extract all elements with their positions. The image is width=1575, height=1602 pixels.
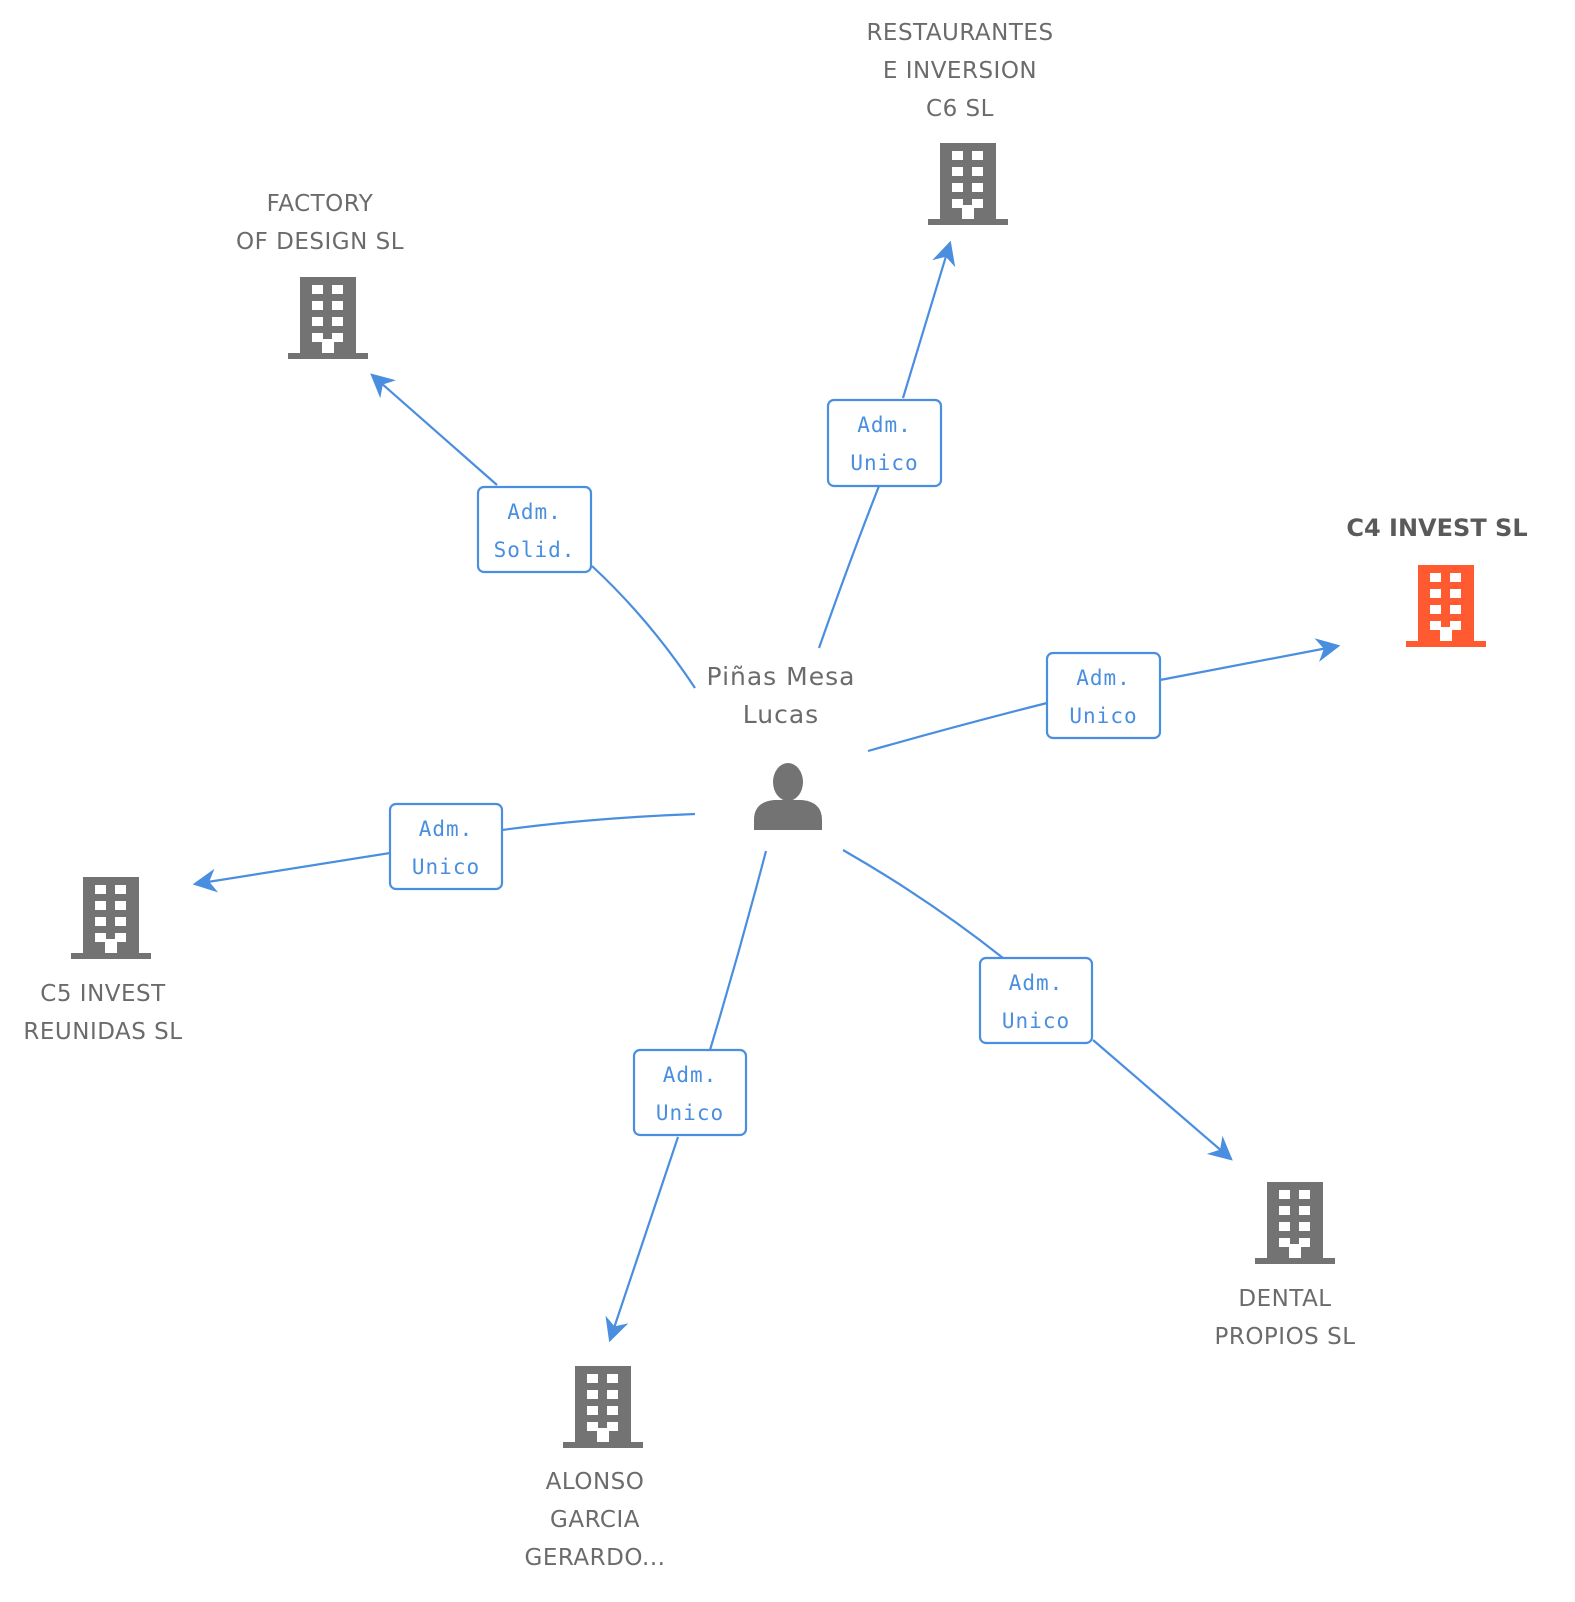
edge-label-text: Adm.Unico — [1002, 971, 1070, 1033]
building-icon[interactable] — [1255, 1182, 1335, 1264]
building-icon[interactable] — [563, 1366, 643, 1448]
edge-dental[interactable]: Adm.Unico — [842, 849, 1233, 1161]
edge-label-text: Adm.Unico — [656, 1063, 724, 1125]
edge-factory[interactable]: Adm.Solid. — [370, 373, 696, 689]
building-icon[interactable] — [71, 877, 151, 959]
edge-label[interactable]: Adm.Unico — [632, 1048, 748, 1137]
edge-label-text: Adm.Unico — [850, 413, 918, 475]
edge-label-text: Adm.Unico — [1069, 666, 1137, 728]
edge-label[interactable]: Adm.Unico — [388, 802, 504, 891]
edge-label[interactable]: Adm.Solid. — [476, 485, 593, 574]
edge-c5invest[interactable]: Adm.Unico — [192, 802, 696, 893]
node-label-c4invest: C4 INVEST SL — [1346, 514, 1527, 542]
person-icon[interactable] — [754, 763, 822, 830]
edge-label-text: Adm.Solid. — [494, 500, 576, 562]
building-icon[interactable] — [1406, 565, 1486, 647]
edges: Adm.UnicoAdm.Solid.Adm.UnicoAdm.UnicoAdm… — [192, 240, 1341, 1343]
building-icon[interactable] — [288, 277, 368, 359]
edge-restaurantes[interactable]: Adm.Unico — [817, 240, 956, 649]
edge-label[interactable]: Adm.Unico — [978, 956, 1094, 1045]
node-c4invest[interactable]: C4 INVEST SL — [1346, 514, 1528, 647]
edge-label-text: Adm.Unico — [412, 817, 480, 879]
building-icon[interactable] — [928, 143, 1008, 225]
edge-label[interactable]: Adm.Unico — [826, 398, 943, 488]
edge-alonso[interactable]: Adm.Unico — [605, 850, 768, 1343]
edge-label[interactable]: Adm.Unico — [1045, 651, 1162, 740]
edge-c4invest[interactable]: Adm.Unico — [867, 638, 1341, 753]
